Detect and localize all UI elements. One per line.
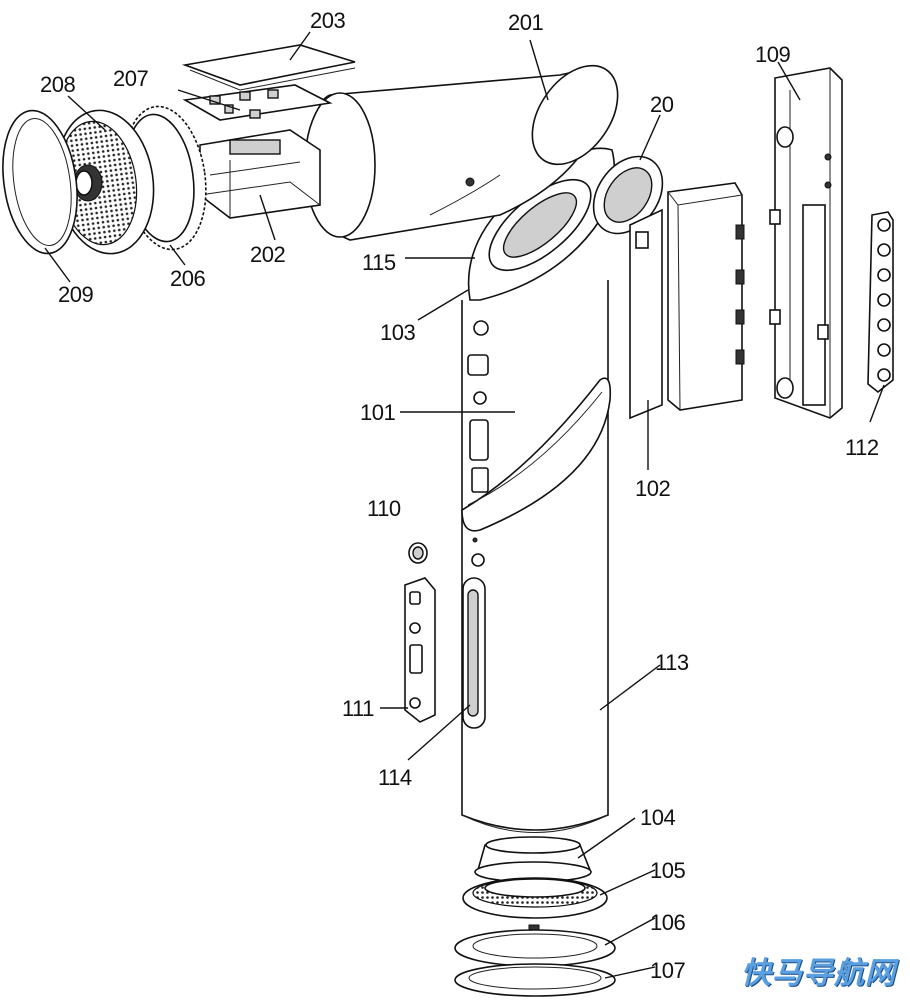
label-114: 114 (378, 765, 412, 790)
label-201: 201 (508, 10, 543, 35)
circuit-board (182, 84, 333, 121)
site-watermark: 快马导航网 (741, 956, 896, 991)
label-101: 101 (360, 400, 395, 425)
base-washer (454, 929, 616, 967)
label-202: 202 (250, 242, 285, 267)
label-203: 203 (310, 8, 345, 33)
camera-bracket (199, 129, 321, 219)
button-strip (867, 211, 894, 394)
label-110: 110 (367, 496, 401, 521)
seal-ring (592, 155, 664, 235)
head-housing (304, 64, 619, 241)
label-105: 105 (650, 858, 685, 883)
label-113: 113 (655, 650, 689, 675)
label-115: 115 (362, 250, 396, 275)
label-209: 209 (58, 282, 93, 307)
label-206: 206 (170, 266, 205, 291)
side-switch-plate (404, 577, 436, 723)
main-body-tube (461, 280, 612, 833)
battery-module (629, 182, 745, 420)
label-109: 109 (755, 42, 790, 67)
leader-lines (44, 31, 885, 979)
label-104: 104 (640, 805, 675, 830)
base-gear-ring (462, 877, 608, 919)
label-103: 103 (380, 320, 415, 345)
label-102: 102 (635, 476, 670, 501)
side-cover-panel (769, 67, 843, 419)
cover-plate (181, 44, 356, 91)
label-111: 111 (342, 696, 374, 721)
base-cap (474, 836, 592, 883)
small-button-cap (408, 542, 428, 564)
reference-numerals: 203 201 109 207 208 20 202 115 209 206 1… (40, 8, 879, 983)
head-ring-assembly (467, 147, 616, 301)
lens-module (55, 109, 155, 255)
label-107: 107 (650, 958, 685, 983)
label-106: 106 (650, 910, 685, 935)
label-208: 208 (40, 72, 75, 97)
front-glass (2, 109, 78, 255)
label-207: 207 (113, 66, 148, 91)
label-20: 20 (650, 92, 674, 117)
label-112: 112 (845, 435, 879, 460)
base-gasket (454, 963, 616, 997)
